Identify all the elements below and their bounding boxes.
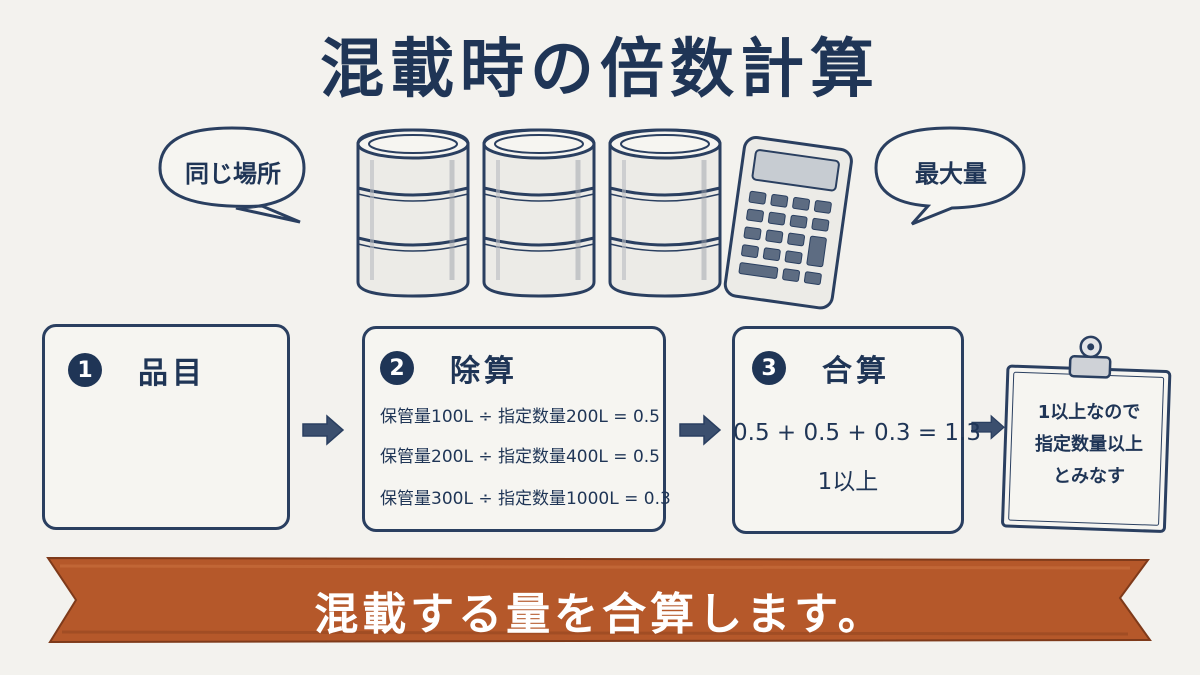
step-1-label: 品目 (138, 356, 206, 391)
banner-text: 混載する量を合算します。 (314, 589, 886, 640)
step-1-header: 1 品目 (68, 348, 206, 392)
barrel-icon (610, 130, 720, 296)
step-1-number: 1 (68, 353, 102, 387)
clipboard-icon (1001, 335, 1172, 533)
speech-bubble-left-text: 同じ場所 (185, 160, 281, 188)
step-2-label: 除算 (450, 354, 518, 389)
barrel-icon (484, 130, 594, 296)
division-line-3: 保管量300L ÷ 指定数量1000L = 0.3 (380, 489, 671, 509)
speech-bubble-left (158, 126, 306, 224)
clipboard-note-line-2: 指定数量以上 (1035, 434, 1143, 455)
speech-bubble-right-text: 最大量 (915, 160, 987, 188)
step-2-box (362, 326, 666, 532)
step-2-number: 2 (380, 351, 414, 385)
clipboard-note-line-3: とみなす (1053, 466, 1125, 487)
division-line-1: 保管量100L ÷ 指定数量200L = 0.5 (380, 407, 660, 427)
banner-ribbon (46, 556, 1152, 644)
barrel-icon (358, 130, 468, 296)
arrow-right-icon (679, 415, 721, 445)
division-line-2: 保管量200L ÷ 指定数量400L = 0.5 (380, 447, 660, 467)
step-3-label: 合算 (822, 354, 890, 389)
step-3-header: 3 合算 (752, 346, 890, 390)
arrow-right-icon (302, 415, 344, 445)
sum-equation: 0.5 + 0.5 + 0.3 = 1.3 (733, 420, 981, 446)
speech-bubble-right (874, 126, 1026, 226)
step-2-header: 2 除算 (380, 346, 518, 390)
page-title: 混載時の倍数計算 (320, 33, 880, 107)
calculator-icon (723, 136, 853, 310)
step-3-number: 3 (752, 351, 786, 385)
sum-result: 1以上 (817, 469, 879, 495)
clipboard-note-line-1: 1以上なので (1037, 402, 1141, 423)
